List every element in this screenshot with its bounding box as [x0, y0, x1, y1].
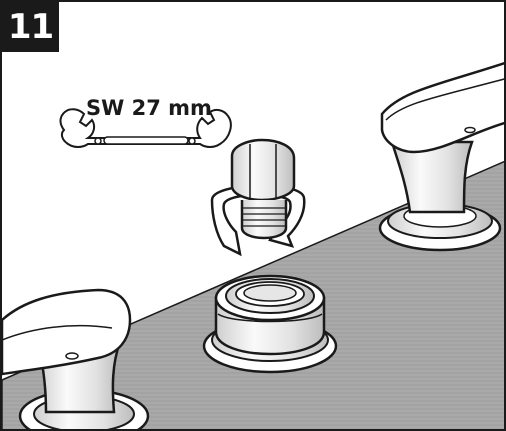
wrench-icon — [59, 108, 232, 148]
step-number-badge: 11 — [2, 2, 59, 52]
drain-fitting — [202, 274, 338, 374]
right-faucet — [378, 61, 504, 252]
wrench-size-label: SW 27 mm — [86, 96, 212, 120]
rotation-arrow — [210, 184, 306, 257]
drain-plug — [230, 138, 296, 240]
left-faucet — [2, 288, 150, 429]
